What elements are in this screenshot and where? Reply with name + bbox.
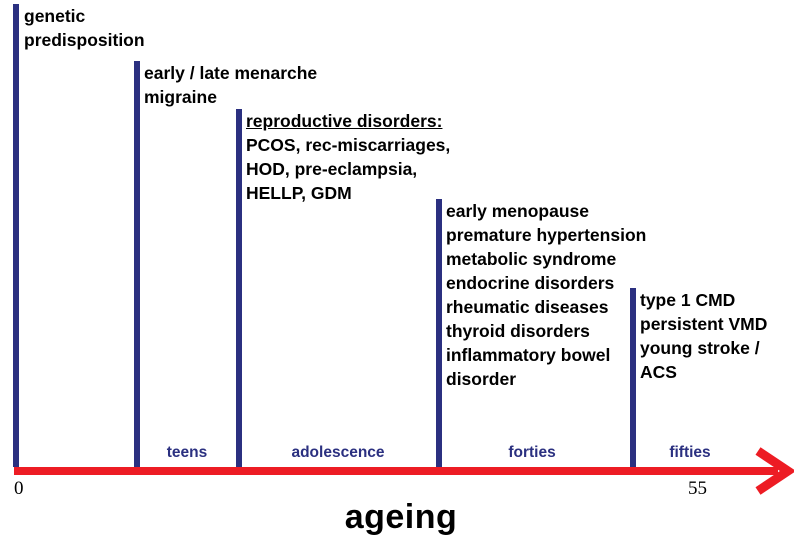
arrow-right-icon <box>746 447 797 495</box>
milestone-line: migraine <box>144 87 217 107</box>
milestone-line-heading: reproductive disorders: <box>246 111 443 131</box>
milestone-line: HELLP, GDM <box>246 183 352 203</box>
milestone-line: early / late menarche <box>144 63 318 83</box>
era-label-forties: forties <box>508 444 556 461</box>
milestone-text-genetic: genetic predisposition <box>24 4 145 52</box>
axis-start-label: 0 <box>14 478 24 499</box>
milestone-text-adolescence: reproductive disorders: PCOS, rec-miscar… <box>246 109 450 205</box>
milestone-line: genetic <box>24 6 86 26</box>
milestone-line: metabolic syndrome <box>446 249 617 269</box>
milestone-line: premature hypertension <box>446 225 647 245</box>
timeline-axis <box>14 467 778 475</box>
milestone-line: early menopause <box>446 201 589 221</box>
milestone-line: HOD, pre-eclampsia, <box>246 159 418 179</box>
era-label-fifties: fifties <box>669 444 711 461</box>
era-label-adolescence: adolescence <box>291 444 385 461</box>
milestone-line: rheumatic diseases <box>446 297 609 317</box>
milestone-text-fifties: type 1 CMD persistent VMD young stroke /… <box>640 288 767 384</box>
milestone-bar-teens <box>134 61 140 467</box>
milestone-bar-fifties <box>630 288 636 467</box>
milestone-line: disorder <box>446 369 517 389</box>
axis-end-label: 55 <box>688 478 707 499</box>
milestone-bar-forties <box>436 199 442 467</box>
milestone-line: PCOS, rec-miscarriages, <box>246 135 451 155</box>
milestone-line: endocrine disorders <box>446 273 615 293</box>
milestone-line: thyroid disorders <box>446 321 590 341</box>
era-label-teens: teens <box>166 444 208 461</box>
diagram-caption: ageing <box>344 498 458 536</box>
milestone-line: predisposition <box>24 30 145 50</box>
milestone-line: ACS <box>640 362 677 382</box>
milestone-bar-genetic <box>13 4 19 467</box>
milestone-text-forties: early menopause premature hypertension m… <box>446 199 646 391</box>
milestone-line: young stroke / <box>640 338 760 358</box>
milestone-line: persistent VMD <box>640 314 768 334</box>
milestone-bar-adolescence <box>236 109 242 467</box>
milestone-text-teens: early / late menarche migraine <box>144 61 317 109</box>
milestone-line: inflammatory bowel <box>446 345 611 365</box>
milestone-line: type 1 CMD <box>640 290 736 310</box>
